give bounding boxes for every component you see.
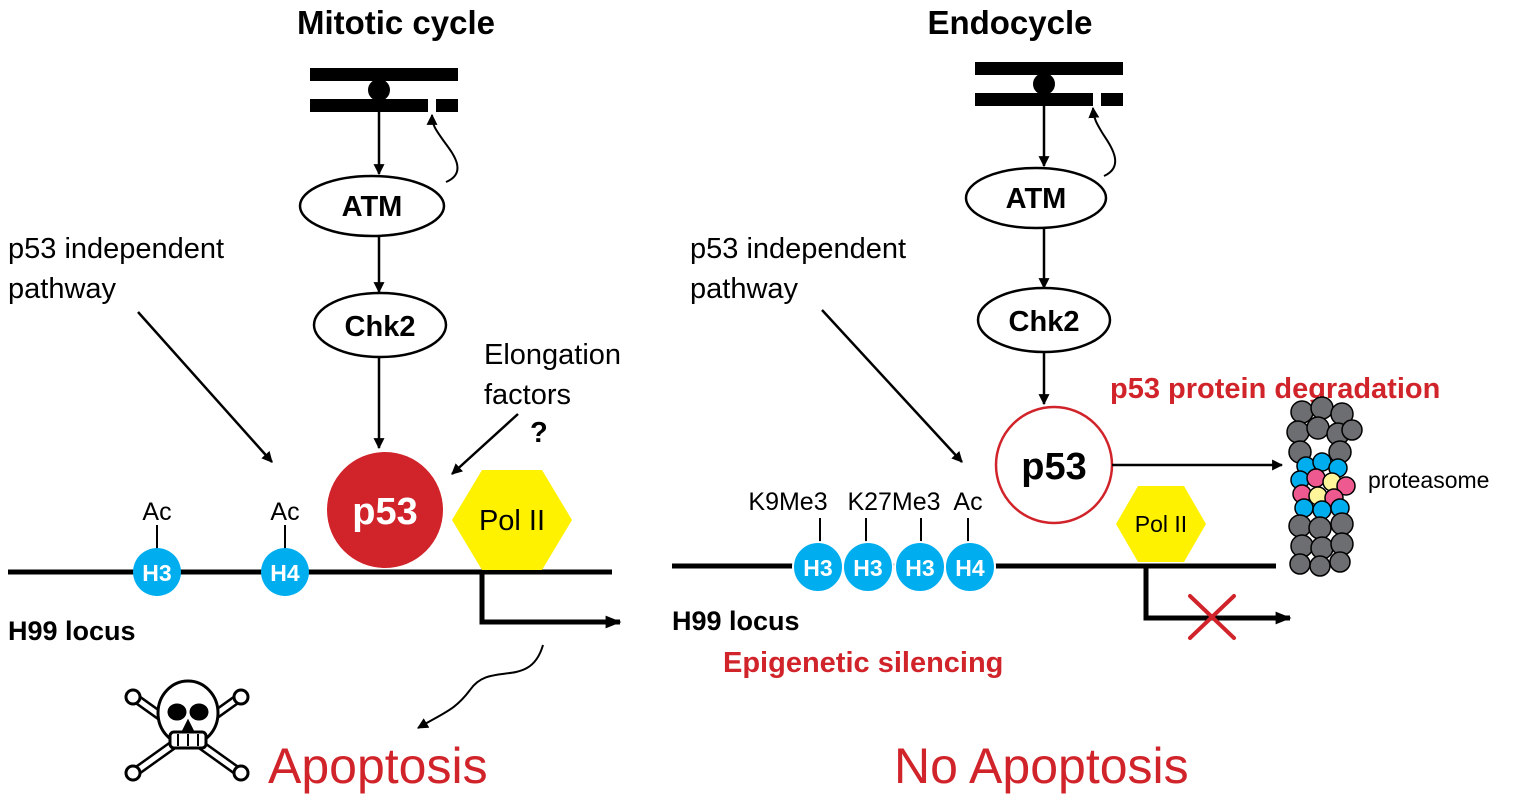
elongation-label-line2: factors: [484, 379, 571, 411]
left-panel: Mitotic cycle ATM Chk2 p53 independent p…: [8, 4, 622, 794]
blocked-x-icon: [1188, 594, 1236, 640]
histone-mark: K27Me3: [847, 488, 940, 516]
chk2-label: Chk2: [345, 311, 416, 343]
skull-crossbones-icon: [124, 679, 250, 782]
histone-label: H3: [803, 555, 832, 581]
degradation-label: p53 protein degradation: [1110, 373, 1440, 405]
elongation-label-line1: Elongation: [484, 339, 621, 371]
histone-left-h3: Ac H3: [133, 498, 181, 596]
histone-label: H3: [905, 555, 934, 581]
atm-label: ATM: [342, 191, 403, 223]
histone-mark: Ac: [270, 498, 299, 526]
locus-label-left: H99 locus: [8, 616, 136, 646]
histone-right-h3-a: H3: [792, 541, 844, 593]
arrow-atm-feedback: [426, 113, 459, 183]
dna-break-icon: [975, 62, 1123, 106]
chk2-node: [312, 291, 448, 359]
histone-label: H4: [955, 555, 985, 581]
pol2-node-right: [1116, 486, 1206, 562]
elongation-question: ?: [530, 417, 548, 449]
arrow-atm-feedback: [1088, 106, 1117, 177]
right-panel: Endocycle ATM Chk2 p53 independent pathw…: [672, 4, 1489, 794]
p53-label-left: p53: [352, 491, 417, 533]
arrow-to-apoptosis: [417, 644, 544, 729]
histone-label: H3: [853, 555, 882, 581]
histone-mark: Ac: [953, 488, 982, 516]
pol2-label-right: Pol II: [1135, 511, 1187, 537]
histone-label: H4: [270, 560, 300, 586]
chk2-label: Chk2: [1009, 306, 1080, 338]
dna-break-icon: [310, 68, 458, 112]
pol2-label-left: Pol II: [479, 505, 545, 537]
arrow-p53-independent: [821, 309, 963, 463]
pol2-node-left: [452, 470, 572, 570]
atm-node: [298, 174, 446, 238]
p53-independent-label-line2: pathway: [8, 273, 117, 305]
p53-label-right: p53: [1021, 446, 1086, 488]
proteasome-icon: [1286, 396, 1363, 577]
p53-independent-label-line1: p53 independent: [690, 233, 906, 265]
atm-node: [964, 166, 1108, 230]
arrow-elongation: [451, 413, 519, 475]
histone-right-h4: H4: [944, 541, 996, 593]
outcome-right: No Apoptosis: [894, 738, 1189, 794]
chk2-node: [976, 286, 1112, 354]
histone-mark: Ac: [142, 498, 171, 526]
arrow-p53-independent: [137, 311, 273, 463]
locus-label-right: H99 locus: [672, 606, 800, 636]
atm-label: ATM: [1006, 183, 1067, 215]
histone-right-h3-b: H3: [842, 541, 894, 593]
left-title: Mitotic cycle: [297, 4, 495, 41]
histone-right-h3-c: H3: [894, 541, 946, 593]
p53-independent-label-line1: p53 independent: [8, 233, 224, 265]
outcome-left: Apoptosis: [268, 738, 488, 794]
proteasome-label: proteasome: [1368, 467, 1489, 493]
transcription-arrow-left: [479, 572, 622, 629]
histone-label: H3: [142, 560, 171, 586]
p53-independent-label-line2: pathway: [690, 273, 799, 305]
silencing-label: Epigenetic silencing: [723, 647, 1003, 679]
right-title: Endocycle: [927, 4, 1092, 41]
histone-left-h4: Ac H4: [261, 498, 309, 596]
p53-node-active: [327, 452, 443, 568]
transcription-arrow-right: [1143, 566, 1292, 625]
histone-mark: K9Me3: [748, 488, 827, 516]
